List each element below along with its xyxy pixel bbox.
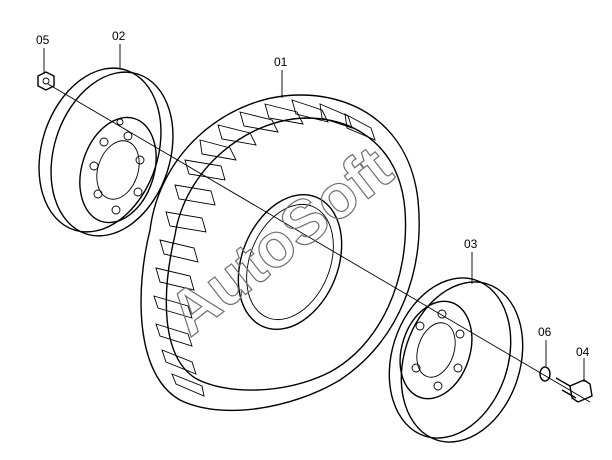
callout-05: 05 xyxy=(36,33,50,47)
callout-01: 01 xyxy=(274,55,288,69)
callout-leaders xyxy=(43,44,585,382)
callout-04: 04 xyxy=(576,345,590,359)
callout-02: 02 xyxy=(112,29,126,43)
washer-part xyxy=(539,366,551,382)
bolt-part xyxy=(555,377,593,403)
watermark: AutoSoft xyxy=(156,133,406,350)
watermark-text: AutoSoft xyxy=(156,134,405,349)
nut-part xyxy=(37,71,55,91)
callout-06: 06 xyxy=(538,325,552,339)
assembly-axis-line xyxy=(47,83,591,403)
callout-03: 03 xyxy=(464,237,478,251)
rim-inner-part xyxy=(388,277,524,443)
rim-outer-part xyxy=(38,67,174,237)
callout-labels: 05 02 01 03 06 04 xyxy=(36,29,590,359)
tire-part xyxy=(140,94,420,412)
